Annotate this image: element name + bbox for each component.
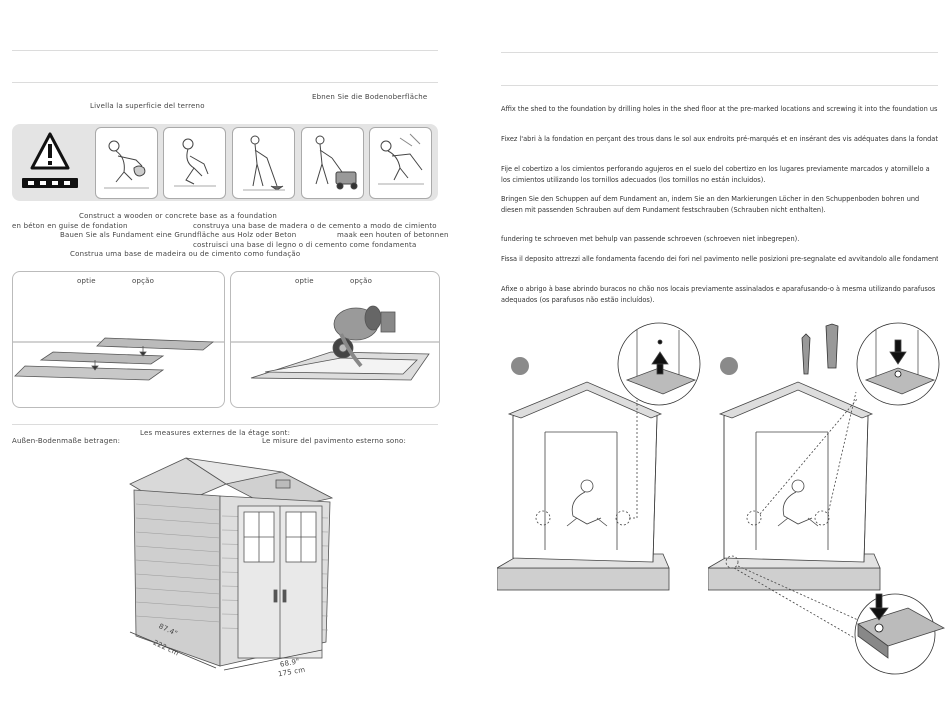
step-2-figure: [708, 318, 946, 688]
step-1-marker: [511, 357, 529, 375]
top-rule: [12, 50, 438, 51]
instruction-fr: Fixez l'abri à la fondation en perçant d…: [501, 135, 938, 143]
worker-digging-icon: [369, 127, 432, 199]
right-section-rule: [501, 85, 938, 86]
worker-raking-icon: [95, 127, 158, 199]
instruction-de: Bringen Sie den Schuppen auf dem Fundame…: [501, 195, 920, 214]
foundation-line-it: costruisci una base di legno o di cement…: [193, 241, 417, 249]
right-top-rule: [501, 52, 938, 53]
instruction-es: Fije el cobertizo a los cimientos perfor…: [501, 165, 930, 184]
measure-line-it: Le misure del pavimento esterno sono:: [262, 437, 407, 445]
instruction-en: Affix the shed to the foundation by dril…: [501, 105, 938, 113]
shed-illustration: [126, 456, 346, 678]
wood-foundation-panel: optie opção: [12, 271, 225, 408]
instruction-pt: Afixe o abrigo à base abrindo buracos no…: [501, 285, 936, 304]
foundation-line-de: Bauen Sie als Fundament eine Grundfläche…: [60, 231, 297, 239]
foundation-line-pt: Construa uma base de madeira ou de cimen…: [70, 250, 301, 258]
concrete-foundation-panel: optie opção: [230, 271, 440, 408]
measure-line-de: Außen-Bodenmaße betragen:: [12, 437, 121, 445]
wood-option-label-nl: optie: [77, 277, 96, 285]
lawn-mower-icon: [301, 127, 364, 199]
wood-option-label-pt: opção: [132, 277, 155, 285]
foundation-line-fr: en béton en guise de fondation: [12, 222, 128, 230]
foundation-line-nl: maak een houten of betonnen: [337, 231, 449, 239]
worker-sweeping-icon: [232, 127, 295, 199]
concrete-option-label-nl: optie: [295, 277, 314, 285]
worker-leveling-icon: [163, 127, 226, 199]
foundation-line-es: construya una base de madera o de cement…: [193, 222, 437, 230]
instruction-it: Fissa il deposito attrezzi alle fondamen…: [501, 255, 938, 263]
measure-rule: [12, 424, 438, 425]
section-rule: [12, 82, 438, 83]
foundation-line-en: Construct a wooden or concrete base as a…: [79, 212, 278, 220]
ground-label-it: Livella la superficie del terreno: [90, 102, 205, 110]
instruction-nl: fundering te schroeven met behulp van pa…: [501, 235, 800, 243]
warning-level-icon: [18, 128, 82, 196]
step-1-figure: [497, 318, 707, 593]
concrete-option-label-pt: opção: [350, 277, 373, 285]
step-2-marker: [720, 357, 738, 375]
ground-label-de: Ebnen Sie die Bodenoberfläche: [312, 93, 428, 101]
measure-line-en: Les measures externes de la étage sont:: [140, 429, 291, 437]
